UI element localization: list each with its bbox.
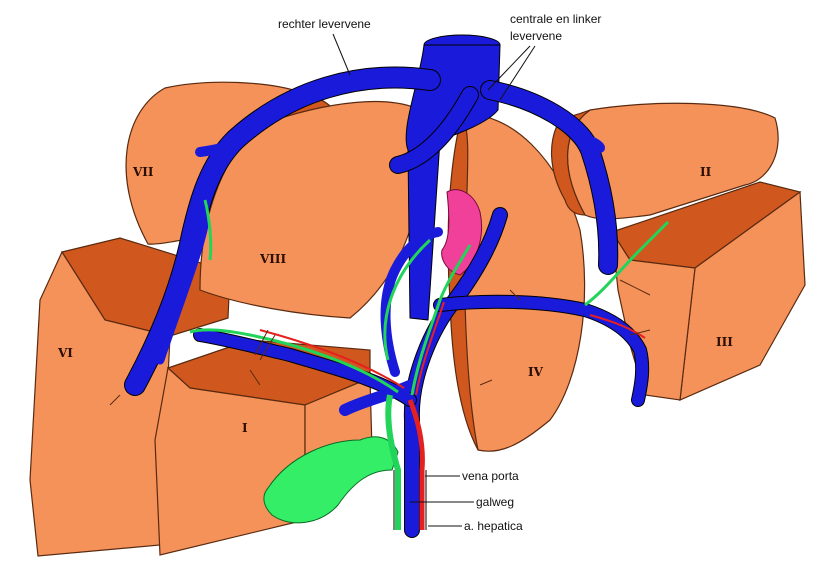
label-middle-left-vein-line2: levervene [510, 29, 562, 43]
segment-label-iii: III [716, 335, 733, 349]
middle-hepatic-vein [390, 87, 478, 173]
segment-label-i: I [242, 421, 248, 435]
trunk-outline [393, 470, 427, 530]
portal-vein-left-branch [434, 295, 649, 406]
label-hepatic-artery: a. hepatica [464, 519, 523, 533]
portal-vein-branch-i [339, 379, 418, 416]
gallbladder [263, 436, 399, 524]
leader-right-hepatic-vein [332, 33, 351, 76]
right-hepatic-vein-branch-viii [155, 215, 210, 365]
sketch-strokes [109, 279, 651, 406]
segment-iii-left-face [611, 231, 696, 401]
hepatic-artery-trunk [407, 399, 425, 530]
portal-vein-branch-viii [380, 227, 443, 377]
triad-branch-vii-green [203, 199, 213, 261]
leader-middle-hepatic-vein [487, 45, 531, 91]
segment-label-vi: VI [57, 346, 73, 360]
segment-label-iv: IV [528, 365, 544, 379]
label-portal-vein: vena porta [462, 469, 519, 483]
hepatic-veins [124, 34, 650, 538]
right-hepatic-vein-branch-vii [195, 135, 245, 157]
right-hepatic-vein [125, 67, 440, 395]
portal-triads [189, 199, 670, 530]
segment-ii-dark-rim [551, 109, 591, 216]
segment-label-vii: VII [132, 165, 154, 179]
caudate-highlight [441, 189, 483, 276]
triad-branch-right-green [189, 328, 399, 394]
triad-branch-left-red [589, 314, 646, 339]
segment-vi-front-face [29, 250, 171, 557]
left-hepatic-vein-branch-ii [570, 130, 605, 153]
label-right-hepatic-vein: rechter levervene [278, 17, 371, 31]
triad-branch-iv-red [415, 301, 445, 396]
segment-label-viii: VIII [259, 252, 287, 266]
triad-branch-right-red [259, 329, 405, 389]
bile-duct-trunk [385, 394, 401, 530]
leader-left-hepatic-vein [499, 45, 536, 101]
segment-iii [611, 181, 806, 401]
segment-ii [551, 102, 779, 220]
portal-vein-right-branch [194, 329, 416, 406]
left-hepatic-vein [481, 81, 618, 274]
label-middle-left-vein-line1: centrale en linker [510, 12, 601, 26]
triad-branch-left-green [584, 220, 670, 307]
label-bile-duct: galweg [476, 495, 514, 509]
segment-label-ii: II [700, 165, 712, 179]
triad-branch-iv-green [410, 244, 472, 396]
triad-branch-viii-green [383, 238, 432, 361]
